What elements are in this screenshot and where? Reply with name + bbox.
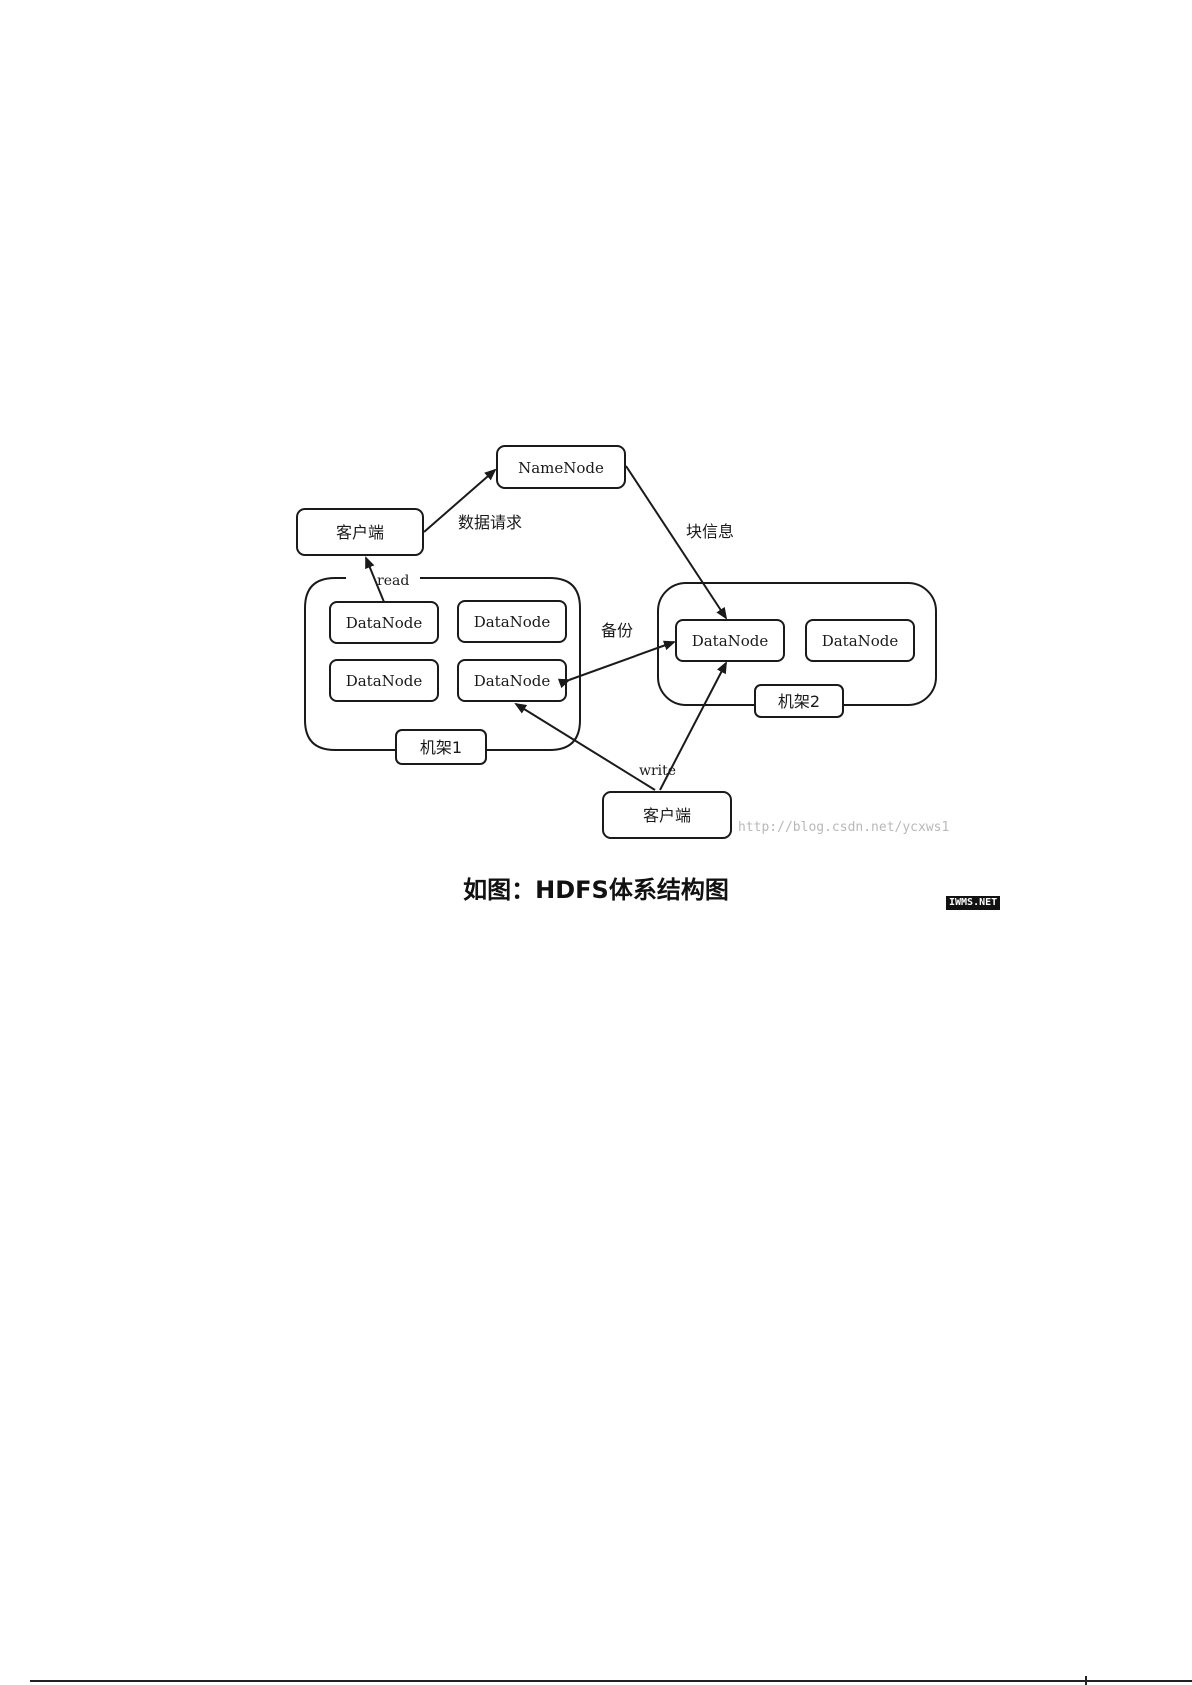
edge-label-write: write: [639, 763, 676, 779]
client-top-label: 客户端: [336, 523, 384, 542]
figure-caption: 如图：HDFS体系结构图: [0, 870, 1192, 905]
rack2-datanode-1-label: DataNode: [692, 632, 769, 650]
client-bottom-box: 客户端: [603, 792, 731, 838]
client-bottom-label: 客户端: [643, 806, 691, 825]
namenode-box: NameNode: [497, 446, 625, 488]
rack2-datanode-2: DataNode: [806, 620, 914, 661]
edge-label-data-request: 数据请求: [458, 513, 522, 532]
rack1-datanode-1: DataNode: [330, 602, 438, 643]
namenode-label: NameNode: [518, 459, 604, 477]
rack1-datanode-4-label: DataNode: [474, 672, 551, 690]
hdfs-architecture-diagram: NameNode 客户端 DataNode DataNode DataNode …: [0, 0, 1192, 860]
edge-label-read: read: [377, 573, 409, 589]
rack1-datanode-2: DataNode: [458, 601, 566, 642]
page-bottom-rule: [30, 1680, 1192, 1682]
site-logo: IWMS.NET: [946, 896, 1000, 910]
rack1-label: 机架1: [420, 738, 462, 757]
edge-label-block-info: 块信息: [686, 522, 734, 541]
rack1-datanode-4: DataNode: [458, 660, 566, 701]
edge-label-backup: 备份: [601, 621, 633, 640]
watermark-url: http://blog.csdn.net/ycxws1: [738, 820, 949, 835]
rack2-datanode-2-label: DataNode: [822, 632, 899, 650]
rack1-label-tab: 机架1: [396, 730, 486, 764]
rack2-datanode-1: DataNode: [676, 620, 784, 661]
rack1-datanode-3-label: DataNode: [346, 672, 423, 690]
page-bottom-tick: [1085, 1676, 1087, 1685]
rack2-label: 机架2: [778, 692, 820, 711]
rack2-label-tab: 机架2: [755, 685, 843, 717]
rack1-datanode-3: DataNode: [330, 660, 438, 701]
rack1-datanode-2-label: DataNode: [474, 613, 551, 631]
client-top-box: 客户端: [297, 509, 423, 555]
rack1-datanode-1-label: DataNode: [346, 614, 423, 632]
